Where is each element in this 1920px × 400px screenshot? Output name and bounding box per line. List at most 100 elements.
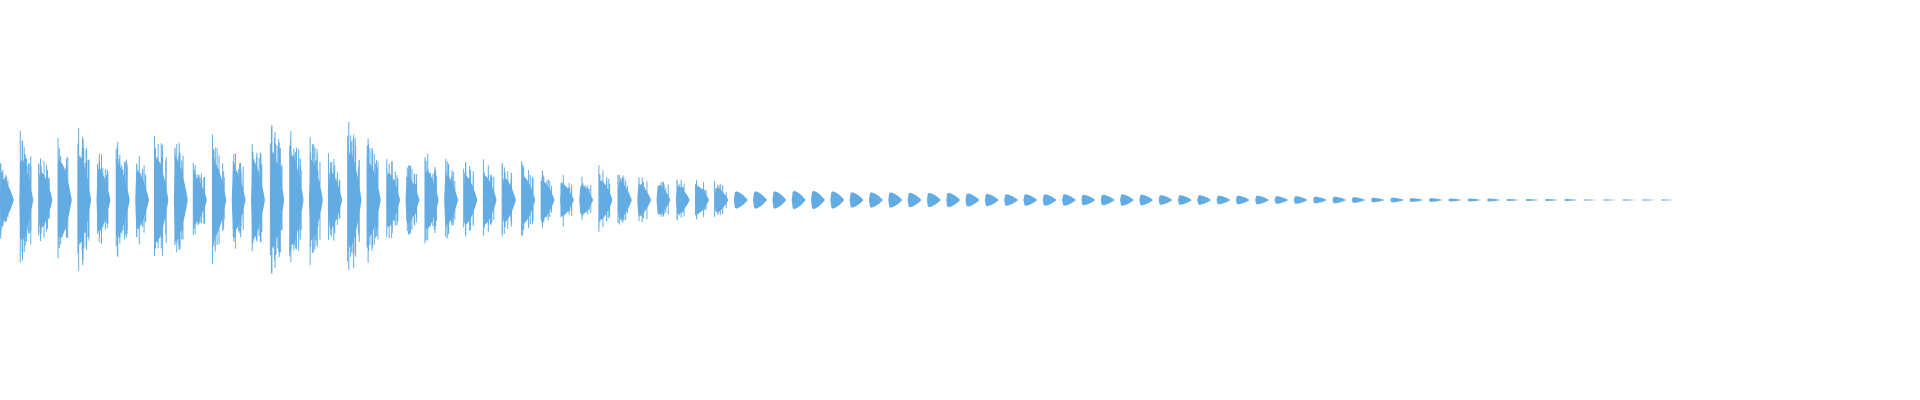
waveform-pulse-body [1177, 195, 1192, 205]
waveform-pulse-body [907, 192, 922, 208]
waveform-pulse-body [830, 191, 845, 209]
waveform-pulse-body [1602, 199, 1617, 201]
waveform-pulse [965, 193, 980, 207]
waveform-pulse-body [888, 192, 903, 208]
waveform-pulse [656, 181, 671, 217]
waveform-pulse-body [753, 191, 768, 209]
waveform-pulse [1062, 194, 1076, 206]
waveform-pulse-body [482, 175, 497, 225]
waveform-pulse-body [1390, 197, 1405, 203]
waveform-pulse [366, 138, 381, 263]
waveform-pulse [0, 163, 14, 239]
waveform-pulse [192, 162, 208, 235]
waveform-pulse [1235, 195, 1250, 205]
waveform-pulse [1216, 195, 1231, 205]
waveform-pulse [19, 130, 34, 263]
waveform-pulse [1100, 194, 1115, 206]
waveform-pulse-body [1100, 194, 1115, 206]
waveform-pulse [173, 142, 188, 253]
waveform-pulse [521, 161, 536, 236]
waveform-pulse-body [1486, 198, 1501, 202]
waveform-pulse [868, 192, 883, 208]
waveform-pulse [347, 121, 362, 270]
waveform-pulse-body [1622, 199, 1636, 201]
waveform-pulse-body [1158, 195, 1173, 205]
waveform-pulse [1409, 198, 1424, 202]
waveform-pulse-body [598, 180, 613, 220]
waveform-pulse-body [946, 192, 961, 208]
waveform-pulse [1120, 194, 1134, 206]
waveform-pulse [269, 125, 285, 274]
waveform-pulse [1081, 194, 1096, 206]
waveform-pulse [888, 192, 903, 208]
waveform-pulse [1448, 198, 1463, 202]
waveform-pulse [1255, 195, 1270, 205]
waveform-pulse-body [1467, 198, 1482, 202]
waveform-pulse [791, 190, 806, 210]
waveform-pulse [444, 158, 459, 239]
waveform-pulse [251, 144, 265, 252]
waveform-pulse-body [965, 193, 980, 207]
waveform-pulse [675, 179, 690, 221]
waveform-pulse [579, 176, 594, 220]
waveform-pulse-body [1255, 195, 1270, 205]
waveform-pulse [714, 181, 729, 217]
waveform-pulses [0, 121, 1675, 274]
waveform-pulse [386, 158, 401, 239]
waveform-pulse-body [1081, 194, 1096, 206]
waveform-pulse [1564, 199, 1579, 201]
waveform-pulse [482, 159, 497, 236]
waveform-pulse [830, 191, 845, 209]
waveform-pulse-body [1506, 199, 1521, 201]
waveform-pulse-body [1139, 194, 1154, 206]
waveform-pulse [946, 192, 961, 208]
waveform-pulse [424, 153, 439, 244]
waveform-pulse [1293, 196, 1308, 204]
waveform-pulse-body [733, 191, 748, 209]
waveform-pulse [598, 165, 613, 232]
waveform-pulse-body [1293, 196, 1308, 204]
waveform-pulse-body [984, 193, 999, 207]
waveform-pulse [560, 174, 574, 227]
waveform-pulse-body [868, 192, 883, 208]
waveform-pulse-body [1544, 199, 1559, 201]
waveform-pulse [1506, 199, 1521, 201]
waveform-pulse-body [791, 190, 806, 210]
waveform-pulse [1004, 194, 1019, 206]
waveform-pulse [694, 180, 710, 220]
waveform-pulse [308, 137, 323, 265]
waveform-pulse [327, 153, 343, 241]
waveform-pulse [96, 153, 111, 245]
waveform-pulse [984, 193, 999, 207]
waveform-pulse [1390, 197, 1405, 203]
waveform-pulse [811, 190, 825, 210]
waveform-pulse [1177, 195, 1192, 205]
waveform-pulse [617, 174, 632, 225]
waveform-pulse-body [1004, 194, 1019, 206]
waveform-pulse [907, 192, 922, 208]
waveform-pulse [1622, 199, 1636, 201]
waveform-pulse [1332, 196, 1347, 204]
waveform-pulse-body [1216, 195, 1231, 205]
waveform-pulse-body [1564, 199, 1579, 201]
waveform-pulse-body [1351, 197, 1366, 203]
waveform-pulse-body [1525, 199, 1540, 201]
waveform-pulse-body [811, 190, 825, 210]
waveform-pulse-body [502, 177, 516, 223]
waveform-pulse [1660, 199, 1675, 201]
waveform-pulse-body [849, 192, 864, 208]
waveform-pulse-body [926, 192, 941, 208]
waveform-pulse-body [1641, 199, 1656, 201]
waveform-pulse [153, 136, 169, 257]
waveform-pulse [1042, 194, 1057, 206]
waveform-pulse-body [1448, 198, 1463, 202]
waveform-pulse [733, 191, 748, 209]
waveform-pulse [115, 141, 130, 257]
waveform-pulse-body [1042, 194, 1057, 206]
waveform-pulse-body [617, 181, 632, 219]
waveform-pulse [1525, 199, 1540, 201]
waveform-pulse-body [1332, 196, 1347, 204]
waveform-pulse [211, 134, 227, 264]
waveform-pulse [1023, 194, 1038, 206]
waveform-pulse [501, 163, 516, 237]
